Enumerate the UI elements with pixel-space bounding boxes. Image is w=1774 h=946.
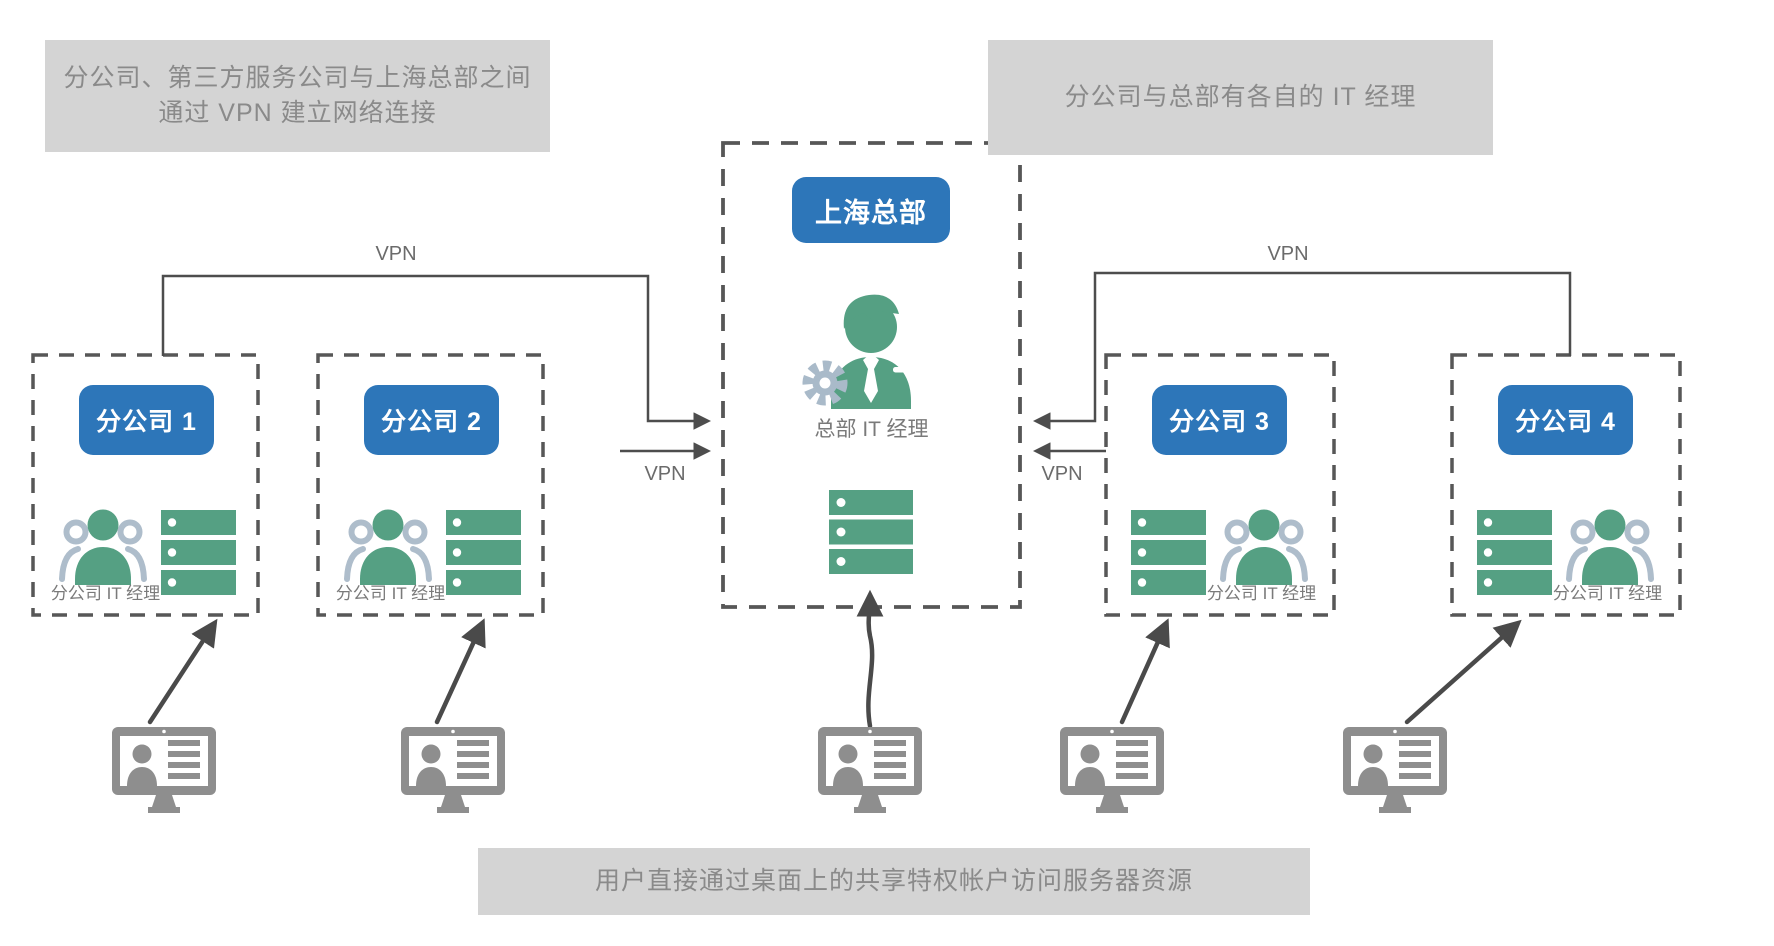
desktop-user-icon	[1343, 727, 1447, 813]
branch-2-box: 分公司 2 分公司 IT 经理	[318, 355, 543, 615]
vpn-line-left-top	[161, 274, 711, 430]
branch-3-border	[1104, 353, 1336, 617]
branch-1-manager-label: 分公司 IT 经理	[50, 584, 161, 603]
branch-4-box: 分公司 4 分公司 IT 经理	[1452, 355, 1680, 615]
server-stack-icon	[829, 490, 913, 574]
branch-3-box: 分公司 3 分公司 IT 经理	[1106, 355, 1334, 615]
desktop-user-icon	[401, 727, 505, 813]
branch-4-badge: 分公司 4	[1498, 385, 1633, 455]
server-stack-icon	[161, 510, 236, 595]
user-group-icon	[57, 501, 149, 585]
hq-box: 上海总部 总部 IT 经理	[723, 143, 1020, 607]
vpn-line-right-top	[1033, 271, 1572, 430]
vpn-label-right-top: VPN	[1267, 243, 1309, 265]
branch-3-badge: 分公司 3	[1152, 385, 1287, 455]
server-stack-icon	[1131, 510, 1206, 595]
note-user-access: 用户直接通过桌面上的共享特权帐户访问服务器资源	[478, 848, 1310, 915]
branch-1-box: 分公司 1 分公司 IT 经理	[33, 355, 258, 615]
note-line: 通过 VPN 建立网络连接	[158, 99, 437, 127]
desktop-user-icon	[112, 727, 216, 813]
desktop-user-icon	[818, 727, 922, 813]
server-stack-icon	[446, 510, 521, 595]
branch-2-border	[316, 353, 545, 617]
branch-3-manager-label: 分公司 IT 经理	[1206, 584, 1317, 603]
note-line: 用户直接通过桌面上的共享特权帐户访问服务器资源	[594, 867, 1193, 895]
server-stack-icon	[1477, 510, 1552, 595]
user-arrow-branch-4	[1404, 619, 1522, 725]
it-manager-gear-icon	[799, 291, 939, 409]
user-arrow-branch-1	[147, 618, 218, 725]
branch-2-manager-label: 分公司 IT 经理	[335, 584, 446, 603]
branch-4-manager-label: 分公司 IT 经理	[1552, 584, 1663, 603]
hq-manager-label: 总部 IT 经理	[814, 418, 929, 441]
note-line: 分公司与总部有各自的 IT 经理	[1064, 83, 1417, 111]
user-arrow-branch-2	[434, 618, 486, 725]
branch-4-border	[1450, 353, 1682, 617]
user-group-icon	[1218, 501, 1310, 585]
vpn-label-right-mid: VPN	[1041, 463, 1083, 485]
vpn-label-left-mid: VPN	[644, 463, 686, 485]
user-arrow-hq	[856, 589, 884, 729]
user-group-icon	[1564, 501, 1656, 585]
vpn-label-left-top: VPN	[375, 243, 417, 265]
hq-badge: 上海总部	[792, 177, 950, 243]
branch-1-border	[31, 353, 260, 617]
branch-1-badge: 分公司 1	[79, 385, 214, 455]
user-arrow-branch-3	[1119, 618, 1170, 725]
branch-2-badge: 分公司 2	[364, 385, 499, 455]
note-it-managers: 分公司与总部有各自的 IT 经理	[988, 40, 1493, 155]
note-vpn-connection: 分公司、第三方服务公司与上海总部之间 通过 VPN 建立网络连接	[45, 40, 550, 152]
user-group-icon	[342, 501, 434, 585]
note-line: 分公司、第三方服务公司与上海总部之间	[63, 64, 532, 92]
desktop-user-icon	[1060, 727, 1164, 813]
